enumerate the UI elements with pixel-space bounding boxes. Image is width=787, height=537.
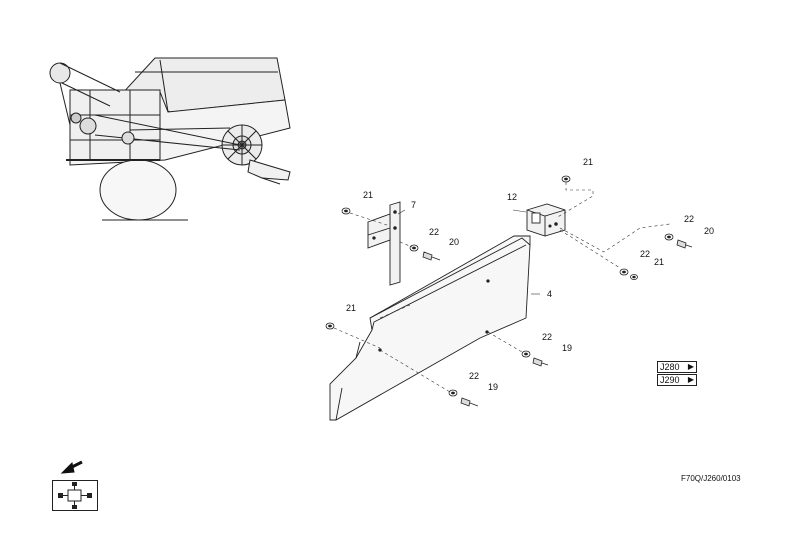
ref-link-j280[interactable]: J280 ▶ [657,361,697,373]
callout-22-bottom: 22 [469,371,479,381]
mounting-tube [526,203,566,237]
callout-21-low: 21 [346,303,356,313]
callout-7: 7 [411,200,416,210]
side-shield-panel [329,235,531,421]
callout-20-mid: 20 [449,237,459,247]
callout-12: 12 [507,192,517,202]
callout-22-r2: 22 [640,249,650,259]
play-arrow-icon: ▶ [687,362,694,371]
ref-label-j290: J290 [660,375,680,385]
combine-harvester-illustration [49,57,291,221]
navigation-overview-button[interactable] [52,480,98,511]
callout-19-bottom: 19 [488,382,498,392]
ref-link-j290[interactable]: J290 ▶ [657,374,697,386]
nav-arrow-icon [60,460,83,474]
callout-4: 4 [547,289,552,299]
callout-19-low: 19 [562,343,572,353]
assembly-lines [333,182,671,393]
callout-21-r2: 21 [654,257,664,267]
navigation-map-icon [58,482,92,509]
callout-numbers: 21 12 22 20 21 7 22 20 22 21 4 21 22 19 … [346,157,714,392]
hardware-fasteners [325,175,693,407]
play-arrow-icon: ▶ [687,375,694,384]
callout-21-top: 21 [583,157,593,167]
callout-leaders [397,209,540,295]
callout-22-mid: 22 [429,227,439,237]
support-bracket [389,201,401,286]
callout-22-right: 22 [684,214,694,224]
drawing-code: F70Q/J260/0103 [681,474,741,483]
callout-21-left: 21 [363,190,373,200]
callout-22-low: 22 [542,332,552,342]
side-shield-assembly [329,201,566,421]
ref-label-j280: J280 [660,362,680,372]
callout-20-right: 20 [704,226,714,236]
